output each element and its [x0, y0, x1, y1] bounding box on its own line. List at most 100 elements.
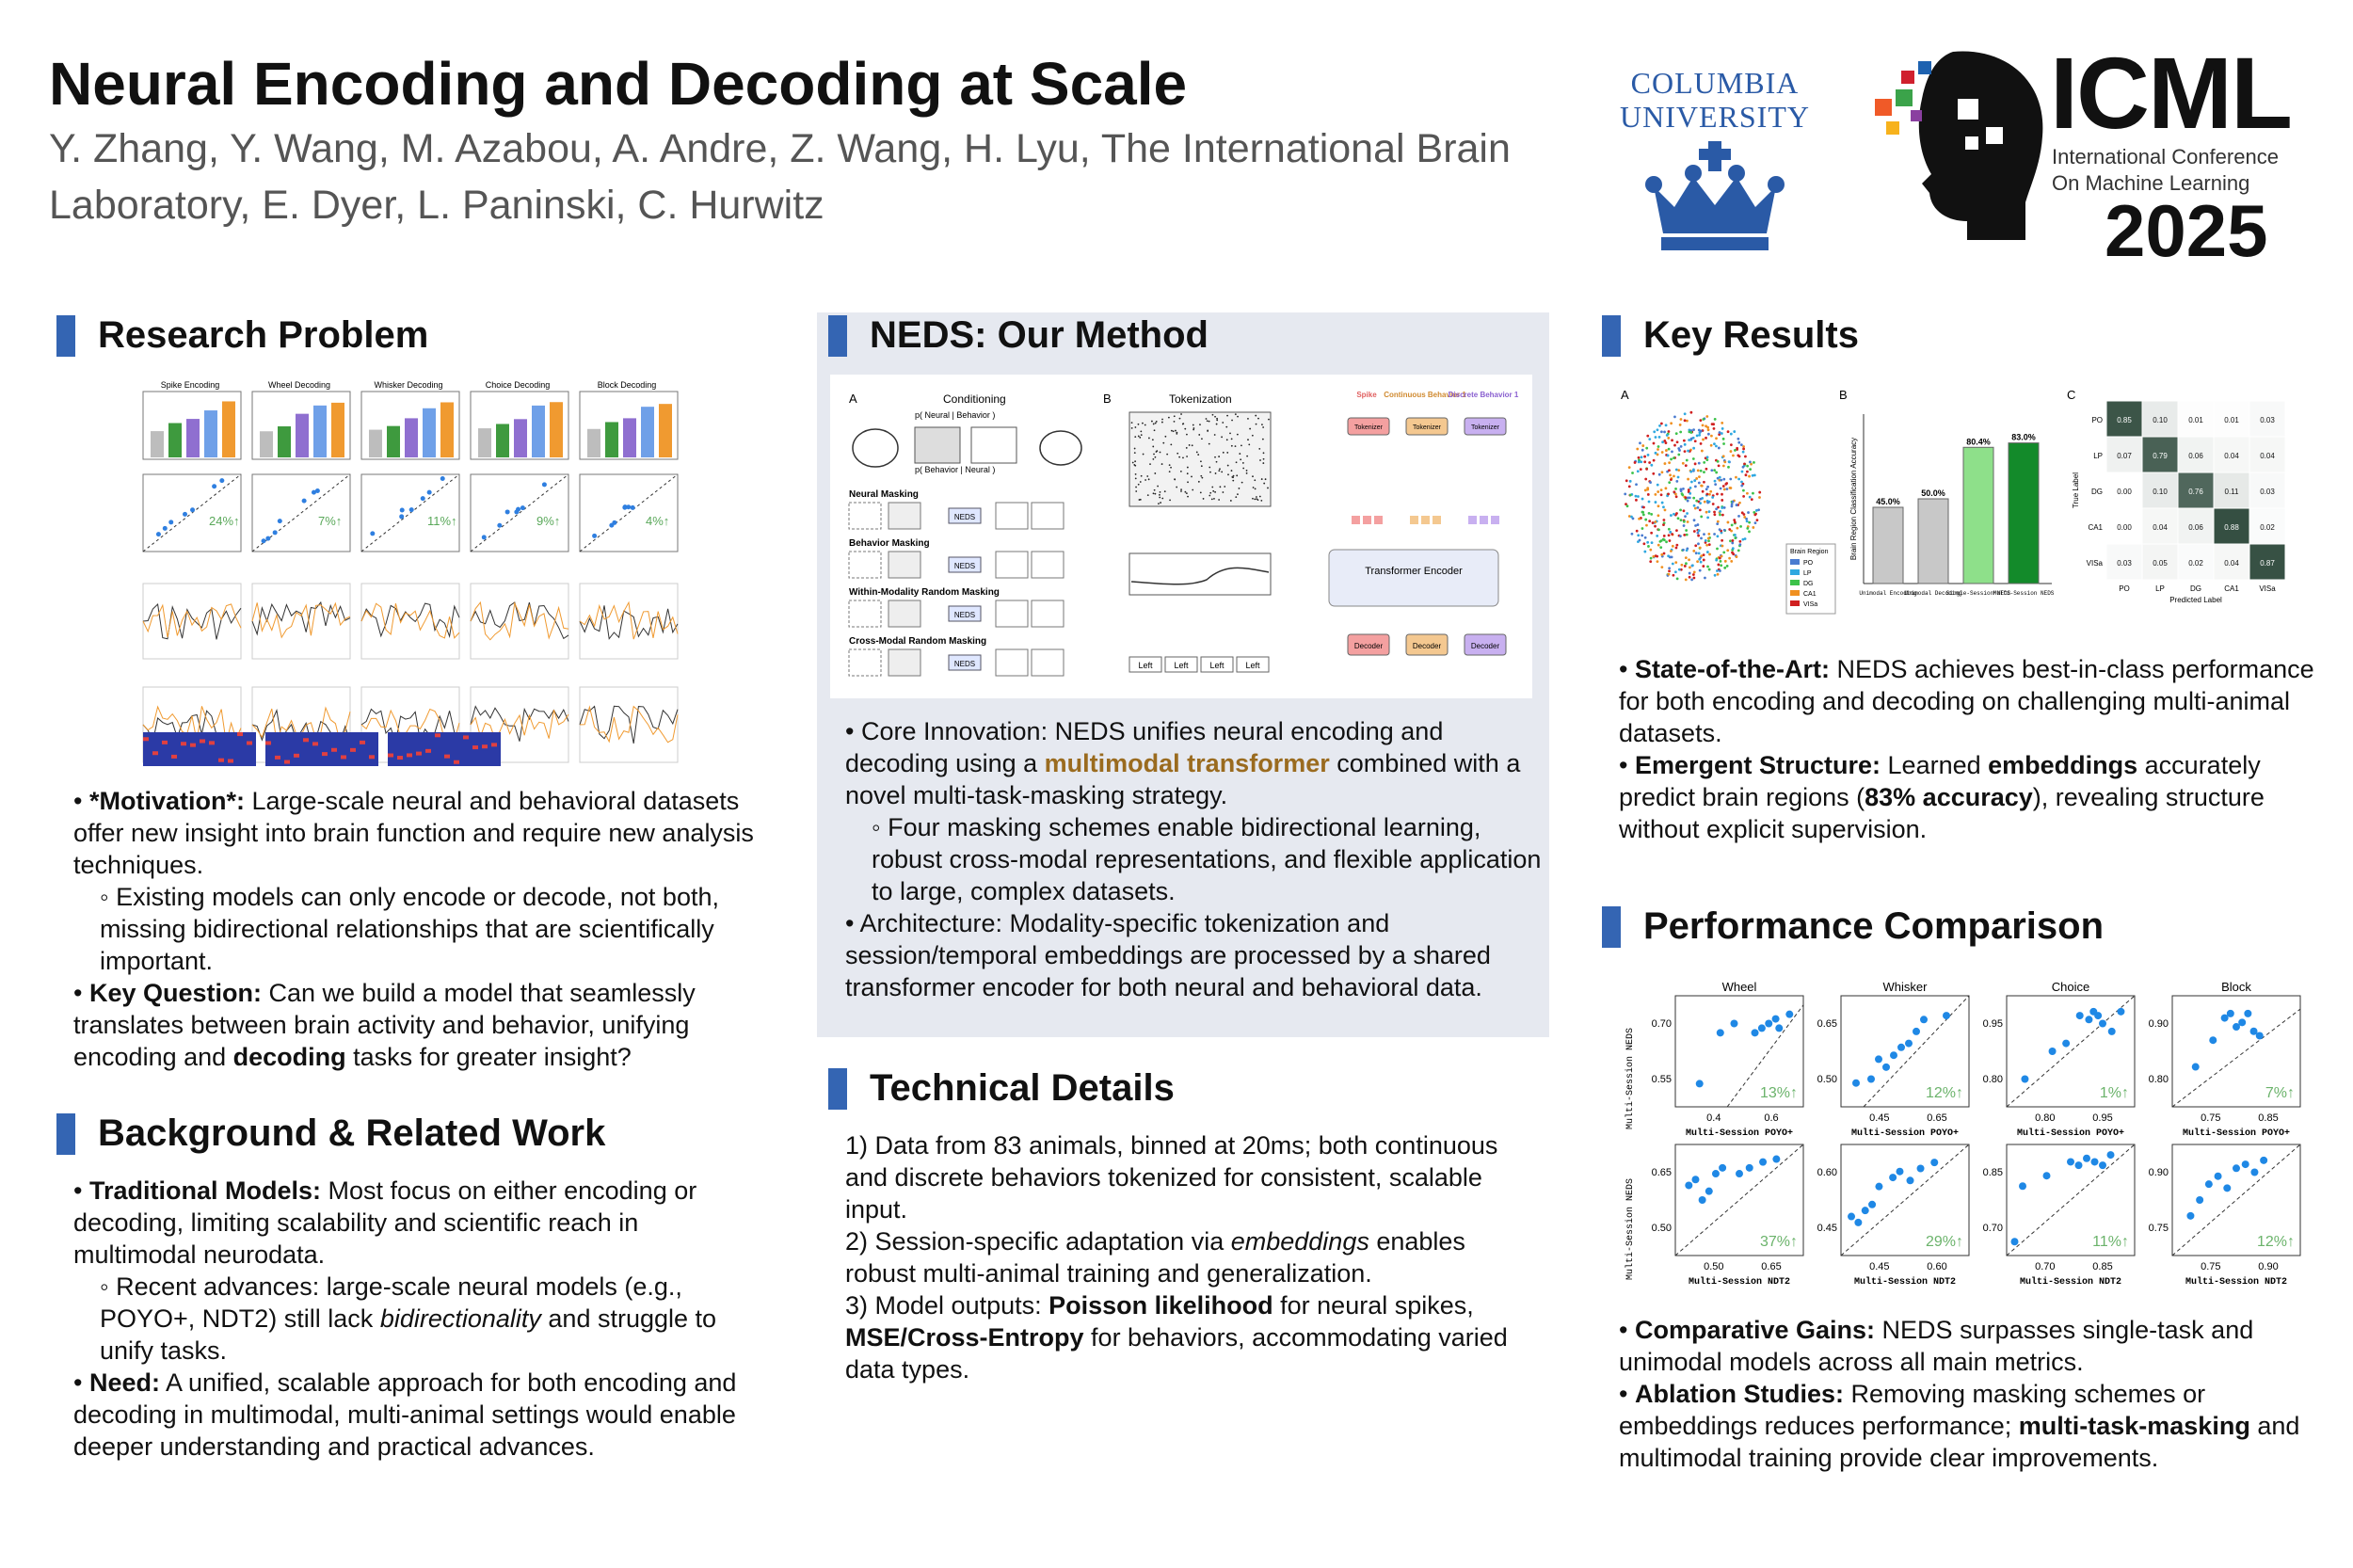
umap-point — [1749, 460, 1752, 464]
spike-dot — [1186, 456, 1188, 457]
umap-point — [1699, 560, 1703, 564]
panel-title: Spike Encoding — [161, 380, 220, 390]
umap-point — [1716, 476, 1720, 480]
umap-point — [1703, 480, 1705, 484]
decoder-box — [1405, 633, 1449, 656]
cm-cell-value: 0.03 — [2260, 416, 2275, 424]
umap-point — [1705, 424, 1707, 428]
heatmap-cell — [369, 755, 375, 760]
identity-line — [1674, 1144, 1804, 1256]
section-accent-bar — [828, 1067, 847, 1110]
data-point — [1771, 1015, 1780, 1023]
bar-category-label: Unimodal Decoding — [1904, 590, 1962, 597]
trace-line — [360, 708, 460, 744]
umap-point — [1667, 572, 1671, 576]
umap-point — [1685, 533, 1689, 536]
data-point — [2220, 1014, 2229, 1022]
umap-point — [1717, 446, 1721, 450]
umap-point — [1741, 465, 1745, 469]
legend-label: LP — [1803, 570, 1812, 577]
data-point — [1705, 1187, 1713, 1195]
gain-annotation: 12%↑ — [1926, 1085, 1963, 1101]
umap-point — [1627, 485, 1631, 488]
y-axis-label: Brain Region Classification Accuracy — [1849, 438, 1858, 560]
data-point — [1861, 1207, 1869, 1215]
umap-point — [1694, 524, 1697, 527]
cm-row-label: CA1 — [2088, 523, 2103, 532]
x-tick-label: 0.65 — [1927, 1112, 1946, 1124]
spike-dot — [1208, 442, 1210, 445]
umap-point — [1725, 565, 1729, 568]
spike-dot — [1185, 492, 1188, 495]
umap-point — [1695, 499, 1699, 503]
umap-point — [1692, 504, 1696, 507]
icml-subtitle-1: International Conference — [2052, 145, 2279, 168]
umap-point — [1640, 456, 1643, 459]
bullet-need: • Need: A unified, scalable approach for… — [73, 1368, 737, 1461]
spike-dot — [1230, 438, 1233, 440]
bullet-text: ), revealing structure without explicit … — [1619, 783, 2265, 843]
mouse-icon — [1039, 430, 1082, 466]
umap-point — [1628, 479, 1632, 483]
bullet-key-question: • Key Question: Can we build a model tha… — [73, 979, 696, 1071]
bullet-core-innovation: • Core Innovation: NEDS unifies neural e… — [845, 715, 1542, 811]
bar — [2008, 442, 2040, 584]
umap-point — [1705, 456, 1709, 459]
umap-point — [1718, 556, 1721, 560]
spike-dot — [1173, 420, 1176, 423]
umap-point — [1720, 478, 1723, 482]
heatmap-cell — [190, 743, 196, 747]
umap-point — [1681, 548, 1685, 552]
umap-point — [1740, 511, 1744, 515]
umap-point — [1657, 472, 1661, 476]
section-title: Research Problem — [98, 314, 429, 356]
x-tick-label: 0.85 — [2092, 1261, 2112, 1272]
data-point — [1848, 1212, 1856, 1221]
spike-dot — [1236, 474, 1239, 477]
umap-point — [1676, 475, 1680, 479]
bullet-emergent-structure: • Emergent Structure: Learned embeddings… — [1619, 751, 2265, 843]
y-tick-label: 0.80 — [2149, 1074, 2169, 1085]
plot-title: Wheel — [1722, 980, 1757, 994]
data-point — [1775, 1024, 1784, 1032]
data-point — [1736, 1170, 1743, 1178]
cm-cell-value: 0.01 — [2224, 416, 2239, 424]
x-tick-label: 0.70 — [2035, 1261, 2055, 1272]
umap-point — [1723, 559, 1727, 563]
umap-point — [1740, 470, 1744, 473]
umap-point — [1711, 503, 1715, 505]
transformer-encoder-box — [1328, 549, 1499, 607]
umap-point — [1686, 520, 1689, 523]
heatmap-cell — [482, 744, 488, 749]
spike-dot — [1262, 426, 1265, 428]
umap-point — [1684, 496, 1688, 500]
umap-point — [1738, 543, 1742, 547]
data-point — [2010, 1238, 2019, 1246]
umap-point — [1679, 519, 1683, 522]
umap-point — [1709, 443, 1713, 447]
umap-point — [1674, 432, 1678, 436]
background-heading: Background & Related Work — [56, 1112, 605, 1155]
cm-cell-value: 0.87 — [2260, 559, 2275, 568]
decoder-label: Decoder — [1354, 642, 1384, 650]
spike-dot — [1202, 498, 1205, 500]
spike-dot — [1225, 439, 1228, 441]
identity-line — [1863, 995, 1970, 1108]
spike-dot — [1192, 424, 1194, 426]
umap-point — [1668, 567, 1672, 570]
spike-dot — [1214, 472, 1217, 474]
umap-point — [1671, 439, 1673, 442]
cm-cell-value: 0.76 — [2188, 488, 2203, 496]
highlight-multimodal-transformer: multimodal transformer — [1044, 749, 1330, 777]
umap-point — [1754, 509, 1758, 512]
umap-point — [1692, 576, 1696, 580]
umap-point — [1688, 571, 1691, 575]
umap-point — [1713, 417, 1717, 421]
conditioning-title: Conditioning — [943, 392, 1006, 406]
umap-point — [1673, 512, 1675, 516]
cm-x-label: Predicted Label — [2169, 596, 2222, 604]
umap-point — [1692, 428, 1695, 432]
panel-label-b: B — [1839, 388, 1848, 402]
spike-dot — [1197, 454, 1200, 456]
discrete-token — [1164, 656, 1198, 673]
